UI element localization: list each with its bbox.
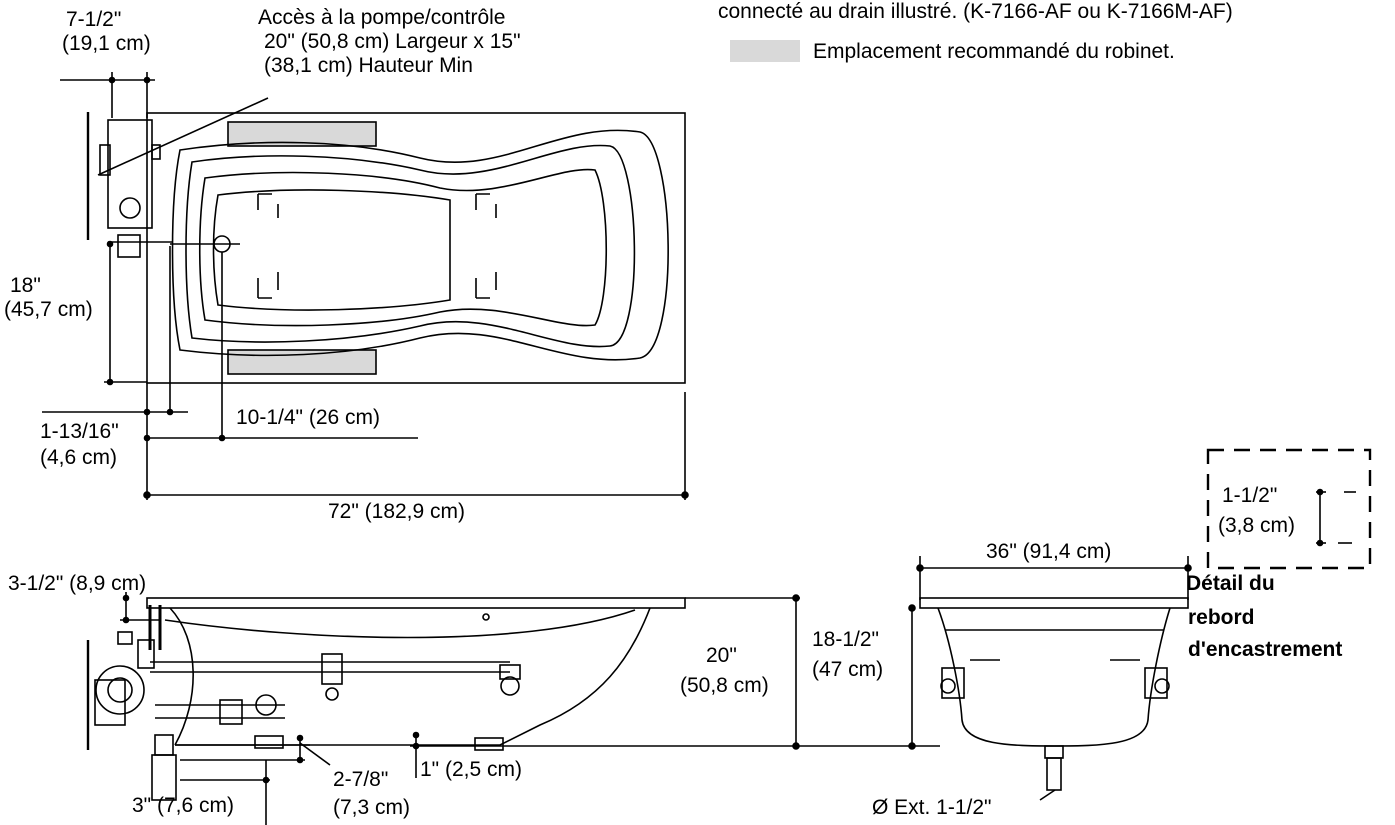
flange-title-2: rebord — [1188, 606, 1255, 629]
end-jet-right — [1144, 667, 1168, 699]
dim-height-in: 18" — [10, 274, 41, 297]
pump-access-label-3: (38,1 cm) Hauteur Min — [264, 54, 473, 77]
end-dimension-lines — [908, 556, 1192, 750]
plan-basin-inner — [198, 168, 607, 327]
side-dimension-lines — [120, 592, 940, 825]
flange-title-3: d'encastrement — [1188, 638, 1343, 661]
plan-faucet-zone-bottom — [227, 349, 377, 375]
plan-basin-outer — [171, 129, 669, 361]
side-view-drawing — [86, 597, 686, 801]
dim-offset-cm: (4,6 cm) — [40, 446, 118, 469]
plan-jet-1 — [257, 193, 279, 218]
plan-tub-outline — [146, 112, 686, 384]
faucet-location-label: Emplacement recommandé du robinet. — [813, 40, 1175, 63]
dim-rim-label: 3-1/2" (8,9 cm) — [8, 572, 147, 595]
dim-drain-label: 10-1/4" (26 cm) — [236, 406, 381, 429]
plan-pump-icon — [107, 119, 153, 229]
plan-view-drawing — [86, 97, 686, 384]
end-tub-body — [937, 607, 1171, 747]
end-jet-left — [941, 667, 965, 699]
drain-diameter-label: Ø Ext. 1-1/2" — [872, 796, 992, 819]
dim-inner-height-cm: (47 cm) — [812, 658, 884, 681]
dim-length-label: 72" (182,9 cm) — [328, 500, 466, 523]
dim-inner-height-in: 18-1/2" — [812, 628, 879, 651]
legend-note-line: connecté au drain illustré. (K-7166-AF o… — [718, 0, 1233, 23]
flange-title-1: Détail du — [1186, 572, 1275, 595]
end-drain-pipe — [1046, 757, 1062, 791]
plan-basin-floor — [212, 189, 451, 311]
dim-top-left-cm: (19,1 cm) — [62, 32, 151, 55]
dim-drain-offset-cm: (7,3 cm) — [333, 796, 411, 819]
dim-bottom-label: 1" (2,5 cm) — [420, 758, 522, 781]
dim-top-left-in: 7-1/2" — [66, 8, 122, 31]
dim-drain-pipe-label: 3" (7,6 cm) — [132, 794, 234, 817]
dim-total-height-in: 20" — [706, 644, 737, 667]
pump-access-label-2: 20" (50,8 cm) Largeur x 15" — [264, 30, 521, 53]
dim-total-height-cm: (50,8 cm) — [680, 674, 769, 697]
side-pump-icon — [95, 665, 145, 715]
dim-offset-in: 1-13/16" — [40, 420, 119, 443]
plan-basin-middle — [185, 144, 636, 348]
plan-jet-4 — [475, 272, 497, 299]
plan-jet-3 — [257, 272, 279, 299]
side-rim — [146, 597, 686, 609]
flange-dim-cm: (3,8 cm) — [1218, 514, 1296, 537]
dim-drain-offset-in: 2-7/8" — [333, 768, 389, 791]
flange-detail-box — [1206, 448, 1372, 570]
flange-dim-in: 1-1/2" — [1222, 484, 1278, 507]
plan-jet-2 — [475, 193, 497, 218]
pump-access-label-1: Accès à la pompe/contrôle — [258, 6, 506, 29]
dim-height-cm: (45,7 cm) — [4, 298, 93, 321]
end-view-drawing — [919, 597, 1189, 801]
plan-dimension-lines — [42, 72, 689, 500]
flange-detail-drawing — [1206, 448, 1372, 570]
side-tub-body — [175, 607, 651, 746]
dim-width-label: 36" (91,4 cm) — [986, 540, 1112, 563]
faucet-location-swatch — [730, 40, 800, 62]
end-rim — [919, 597, 1189, 609]
side-drain-pipe — [151, 754, 177, 801]
